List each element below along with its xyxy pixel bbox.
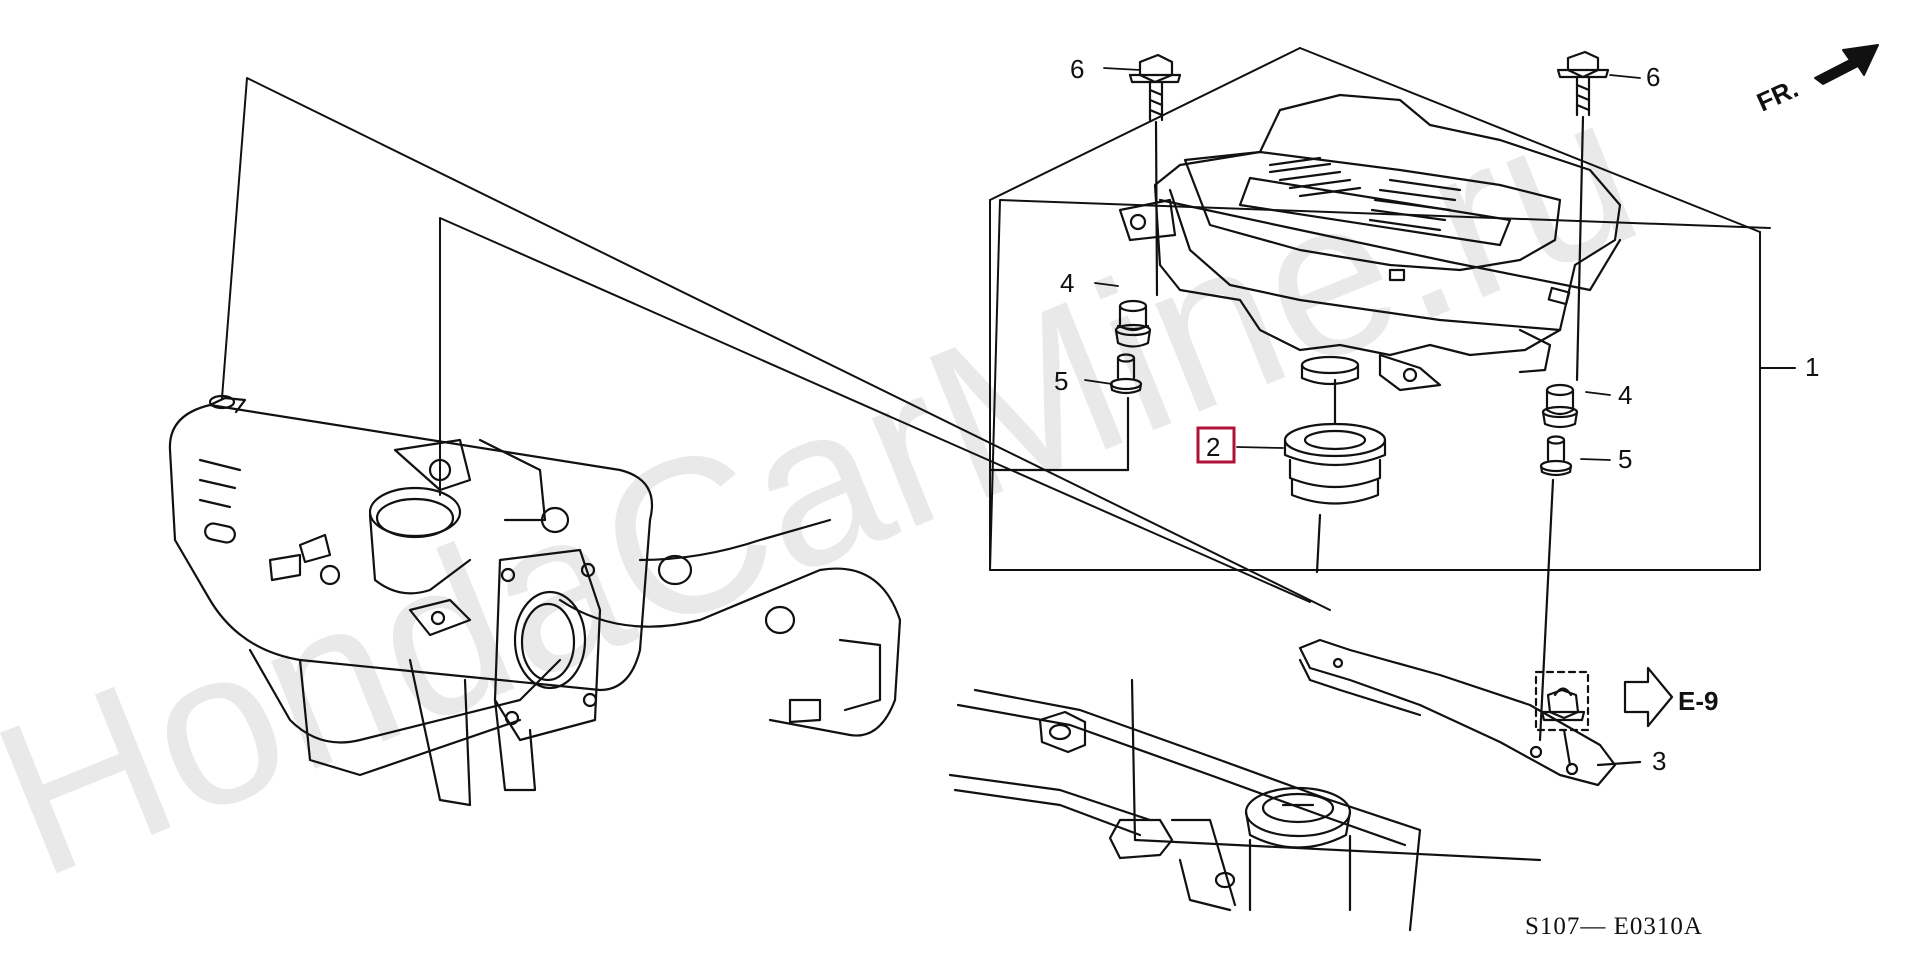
bracket-part <box>1298 638 1674 787</box>
left-fasteners <box>988 53 1182 472</box>
air-cleaner-housing <box>1118 93 1622 392</box>
grommet-part <box>1283 378 1387 574</box>
fr-arrow-icon <box>1814 44 1879 85</box>
reference-link[interactable]: E-9 <box>1678 686 1718 716</box>
diagram-code: S107— E0310A <box>1525 913 1703 940</box>
valve-cover <box>948 678 1542 932</box>
right-fasteners <box>1538 50 1610 742</box>
callout-6-right[interactable]: 6 <box>1646 62 1660 92</box>
assembly-frame <box>989 47 1796 571</box>
callout-5-left[interactable]: 5 <box>1054 366 1068 396</box>
callout-6-left[interactable]: 6 <box>1070 54 1084 84</box>
leader-lines <box>221 77 1771 611</box>
callout-5-right[interactable]: 5 <box>1618 444 1632 474</box>
watermark: HondaCarMine.ru <box>0 45 1668 924</box>
callout-1[interactable]: 1 <box>1805 352 1819 382</box>
callout-4-right[interactable]: 4 <box>1618 380 1632 410</box>
intake-manifold <box>168 394 902 807</box>
callout-3[interactable]: 3 <box>1652 746 1666 776</box>
direction-label: FR. <box>1752 73 1802 117</box>
callout-2[interactable]: 2 <box>1206 432 1220 462</box>
highlight-box <box>1196 426 1236 464</box>
callout-4-left[interactable]: 4 <box>1060 268 1074 298</box>
callout-leaders <box>1084 67 1641 461</box>
